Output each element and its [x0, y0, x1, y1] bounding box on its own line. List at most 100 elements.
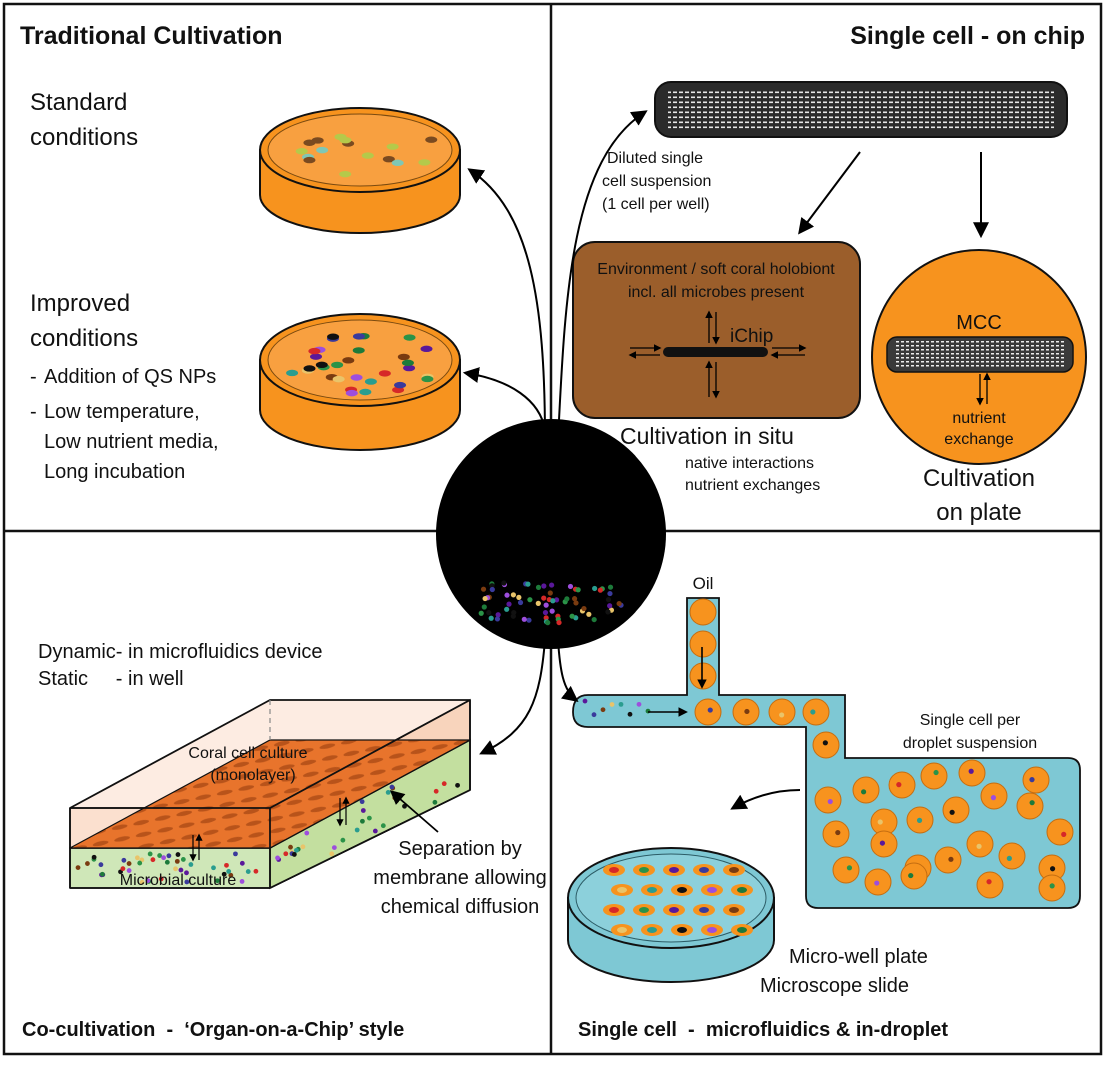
panel-single-cell-chip: Single cell - on chip Diluted single cel…: [572, 22, 1087, 526]
microbe-dot: [535, 584, 542, 590]
microbe-dot: [486, 610, 492, 616]
microbe-dot: [85, 861, 90, 866]
microbe-dot: [541, 595, 547, 601]
colony: [316, 146, 329, 154]
cell-dot: [582, 698, 588, 704]
cell-dot: [908, 872, 914, 879]
cell-dot: [618, 701, 624, 707]
improved-label-1: Improved: [30, 290, 130, 317]
panel-microfluidics: Oil Single cell per droplet suspension M…: [567, 574, 1081, 1041]
colony: [397, 353, 410, 361]
microbe-dot: [607, 603, 613, 609]
colony: [418, 159, 431, 166]
microbe-dot: [389, 784, 395, 790]
cell-dot: [949, 809, 955, 815]
cell-dot: [617, 927, 627, 933]
droplet: [976, 871, 1004, 899]
cell-dot: [699, 907, 709, 913]
microbe-dot: [597, 587, 603, 593]
colony: [332, 375, 345, 383]
microbe-dot: [489, 583, 495, 589]
microbe-dot: [329, 851, 335, 857]
cell-dot: [647, 927, 657, 933]
microbe-dot: [239, 860, 245, 866]
microbe-dot: [147, 851, 153, 857]
bullet-qs: Addition of QS NPs: [44, 366, 216, 388]
mcc-plate: MCC nutrient exchange: [871, 249, 1087, 465]
improved-label-2: conditions: [30, 325, 138, 352]
microbe-dot: [543, 602, 549, 608]
diluted-text-1: Diluted single: [607, 150, 703, 167]
microbe-dot: [288, 844, 293, 850]
microbe-dot: [494, 616, 501, 622]
microbe-dot: [526, 617, 532, 623]
tissue-homogenate-circle: [436, 419, 666, 649]
cell-dot: [1006, 855, 1012, 861]
microbe-dot: [573, 600, 579, 606]
cell-dot: [827, 798, 833, 805]
microbe-dot: [158, 876, 164, 882]
svg-text:-: -: [30, 366, 37, 388]
microbe-dot: [175, 852, 181, 857]
droplet: [694, 698, 722, 726]
droplet: [832, 856, 860, 884]
microbe-dot: [581, 605, 587, 612]
cell-dot: [779, 712, 785, 718]
mcc-label: MCC: [956, 312, 1002, 334]
colony: [352, 333, 365, 340]
microbe-dot: [184, 879, 190, 885]
droplet: [1046, 818, 1074, 846]
cell-dot: [647, 887, 657, 893]
cell-dot: [707, 887, 717, 893]
cell-dot: [609, 907, 619, 913]
cell-dot: [1029, 800, 1035, 806]
microbe-dot: [331, 845, 337, 850]
microbe-dot: [366, 815, 372, 821]
microbe-dot: [99, 871, 105, 877]
cell-dot: [1049, 866, 1056, 872]
colony: [286, 369, 299, 377]
droplet: [888, 771, 916, 799]
microbe-dot: [385, 790, 391, 795]
colony: [420, 345, 433, 353]
droplet: [689, 662, 717, 690]
microbe-dot: [188, 862, 194, 867]
colony: [403, 334, 416, 341]
microbe-dot: [495, 612, 501, 618]
microbe-dot: [253, 868, 259, 874]
microbe-dot: [616, 600, 622, 607]
microbe-dot: [482, 595, 488, 602]
cell-dot: [810, 709, 816, 715]
microbe-dot: [221, 871, 227, 877]
droplet: [942, 796, 970, 824]
cell-dot: [744, 708, 750, 715]
cell-dot: [976, 843, 982, 849]
colony: [303, 139, 316, 146]
microbe-dot: [542, 609, 549, 616]
droplet: [802, 698, 830, 726]
bullet-incubation: Long incubation: [44, 461, 185, 483]
droplet: [920, 762, 948, 790]
microbe-dot: [556, 619, 562, 626]
panel-title-chip: Single cell - on chip: [850, 22, 1085, 50]
standard-label-2: conditions: [30, 124, 138, 151]
colony: [386, 143, 399, 150]
in-situ-note-1: native interactions: [685, 455, 814, 472]
bullet-nutrient: Low nutrient media,: [44, 431, 219, 453]
plate-text-1: Micro-well plate: [789, 946, 928, 968]
cell-dot: [835, 829, 841, 836]
microbe-dot: [164, 859, 170, 865]
microbe-dot: [233, 851, 238, 857]
cell-dot: [677, 887, 687, 893]
petri-dish-standard: [259, 107, 461, 234]
static-label: Static - in well: [38, 668, 184, 690]
colony: [327, 333, 340, 340]
microbe-dot: [121, 857, 127, 863]
microbe-dot: [607, 584, 614, 590]
microbe-dot: [504, 606, 510, 612]
nutrient-text-1: nutrient: [952, 410, 1006, 427]
separation-text-3: chemical diffusion: [381, 896, 540, 918]
dynamic-label: Dynamic- in microfluidics device: [38, 641, 323, 663]
microbe-dot: [525, 581, 531, 587]
